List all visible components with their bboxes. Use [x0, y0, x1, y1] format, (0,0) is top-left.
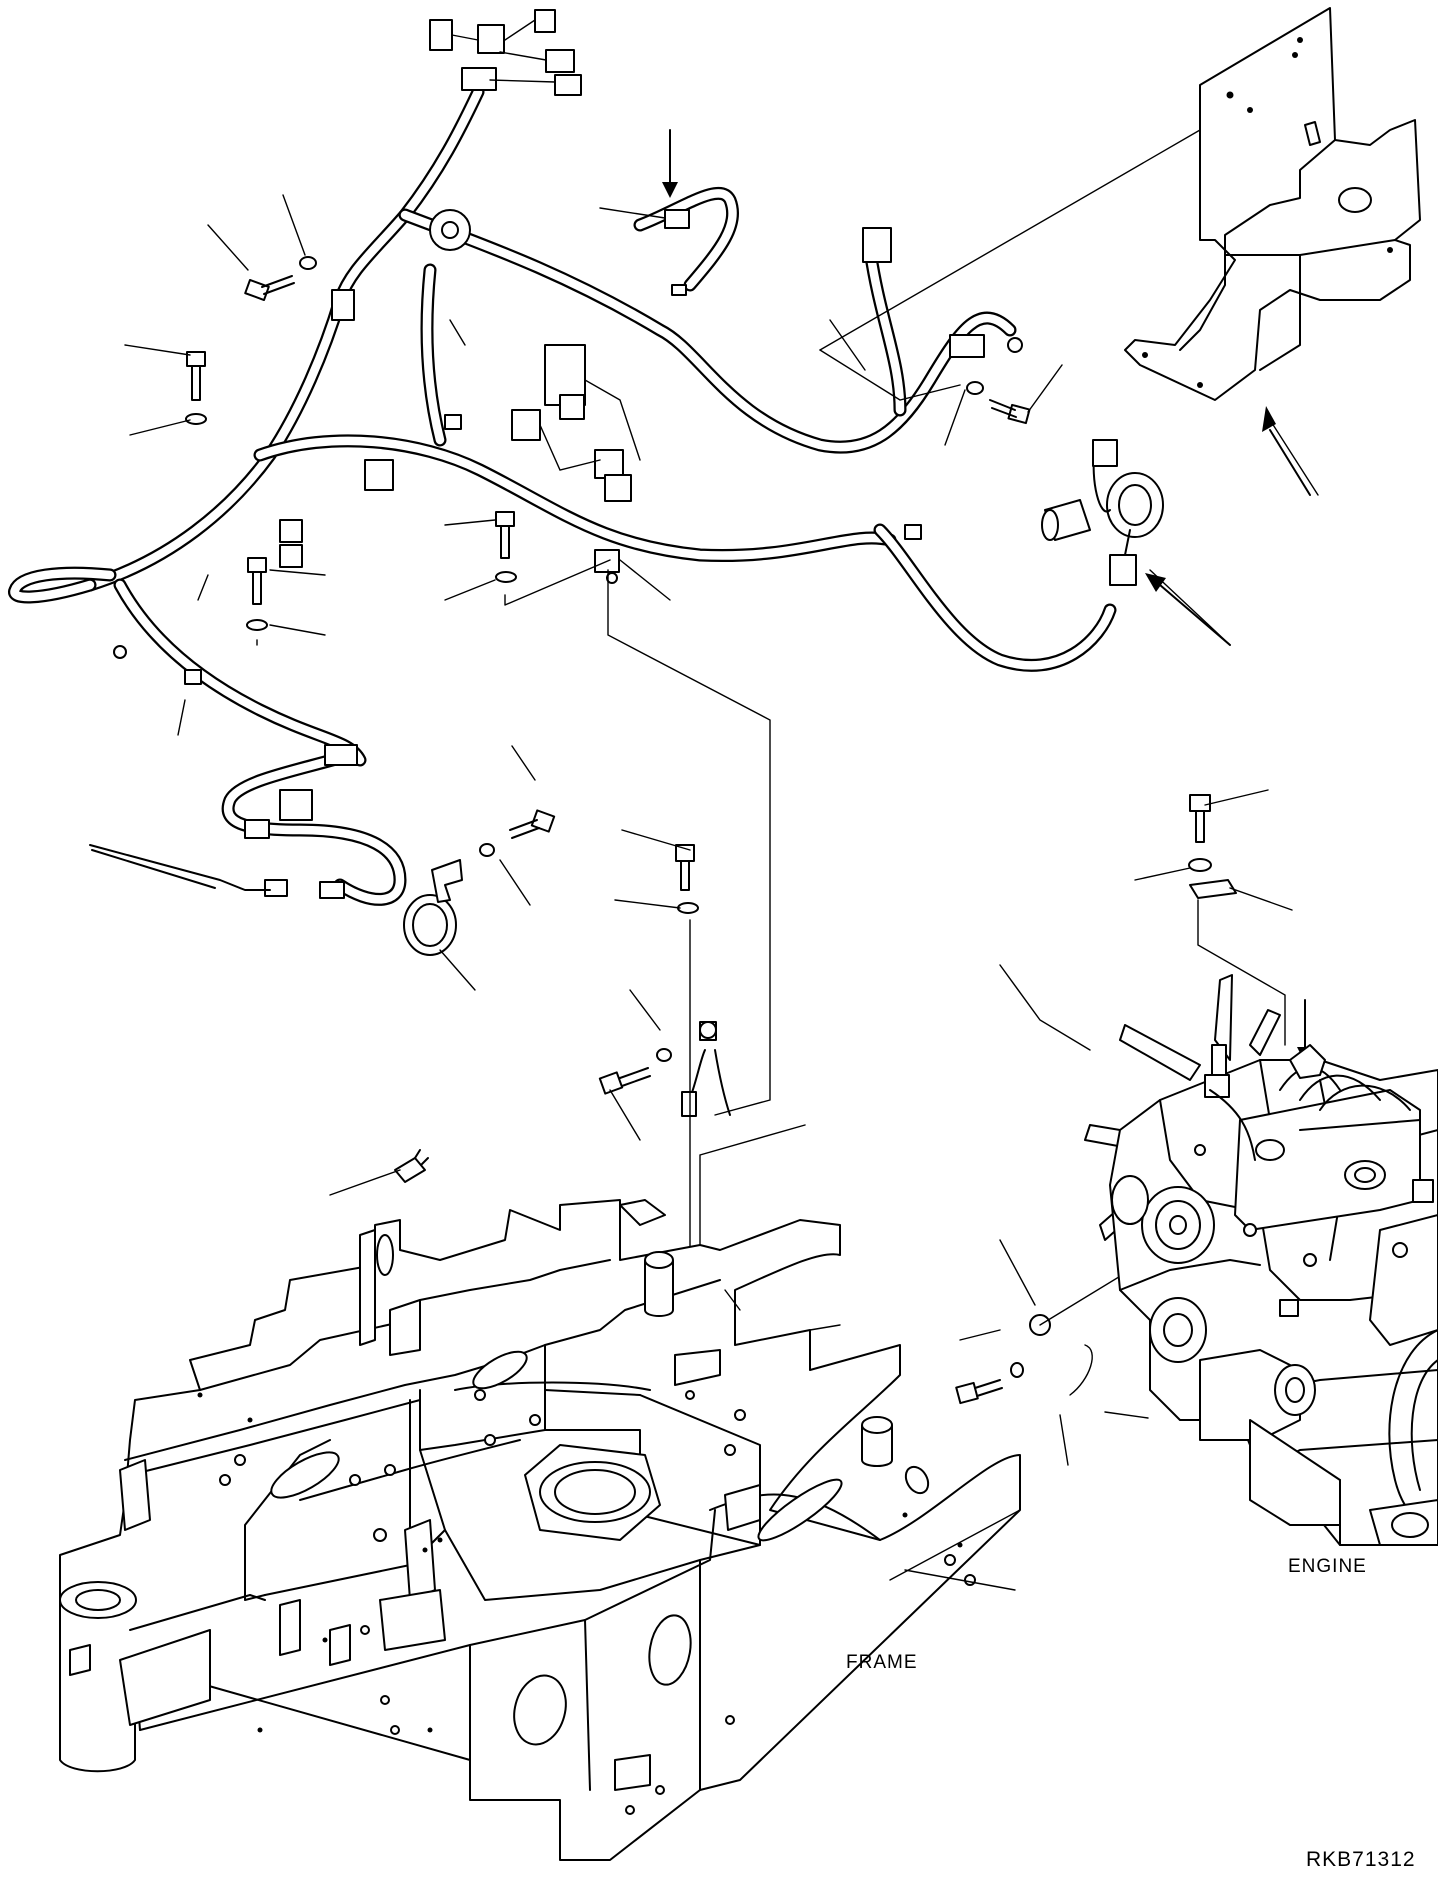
- ground-cable: [681, 1021, 731, 1117]
- washer-icon: [966, 381, 984, 395]
- fasteners: [185, 256, 1237, 1405]
- bolt-icon: [247, 557, 267, 605]
- frame-drawing: [59, 1199, 1021, 1861]
- bracket-clip: [1189, 879, 1237, 899]
- bolt-icon: [675, 844, 695, 891]
- bolt-icon: [186, 351, 206, 401]
- bolt-icon: [989, 399, 1031, 425]
- pressure-switch-icon: [394, 1149, 429, 1183]
- engine-drawing: [1084, 974, 1438, 1546]
- washer-icon: [1010, 1362, 1024, 1378]
- washer-icon: [246, 619, 268, 631]
- washer-icon: [677, 902, 699, 914]
- horn-icon: [403, 859, 463, 956]
- arrows: [662, 129, 1313, 1063]
- wiring-harness: [8, 9, 1117, 906]
- bolt-icon: [244, 275, 295, 301]
- washer-icon: [495, 571, 517, 583]
- washer-icon: [299, 256, 317, 270]
- leader-lines: [124, 129, 1319, 1466]
- washer-icon: [185, 413, 207, 425]
- washer-icon: [479, 843, 495, 857]
- bolt-icon: [955, 1379, 1003, 1405]
- washer-icon: [1188, 858, 1212, 872]
- drawing-code: RKB71312: [1306, 1848, 1416, 1871]
- bolt-icon: [1189, 794, 1211, 843]
- frame-label: FRAME: [846, 1652, 918, 1673]
- bolt-icon: [598, 1067, 651, 1095]
- fuel-sensor-icon: [1041, 439, 1164, 586]
- bolt-icon: [495, 511, 515, 559]
- mounting-bracket: [1124, 7, 1421, 401]
- bolt-icon: [509, 809, 556, 839]
- washer-icon: [656, 1048, 672, 1062]
- engine-label: ENGINE: [1288, 1556, 1367, 1577]
